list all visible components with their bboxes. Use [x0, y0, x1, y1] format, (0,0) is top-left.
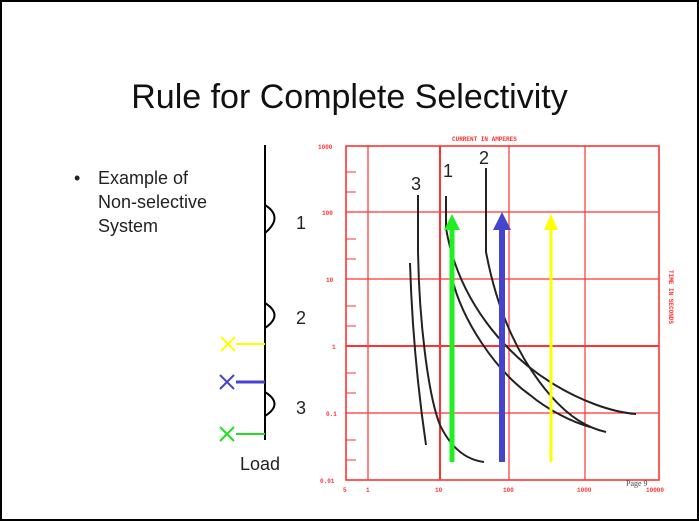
arrow-yellow-head — [544, 214, 558, 230]
chart-right-label: TIME IN SECONDS — [667, 270, 674, 324]
x-tick-5: 5 — [343, 487, 347, 494]
curve-2-upper — [485, 168, 607, 433]
tcc-chart: CURRENT IN AMPERES TIME IN SECONDS 1000 … — [318, 136, 674, 494]
page-number: Page 9 — [626, 479, 648, 488]
bullet-line-2: Non-selective — [98, 192, 208, 212]
breaker-2-symbol — [264, 302, 276, 329]
arrow-green-head — [444, 214, 460, 230]
y-tick-10: 10 — [326, 277, 334, 284]
bullet-line-3: System — [98, 216, 159, 236]
fault-marker-yellow — [220, 336, 265, 352]
arrow-blue-head — [493, 212, 511, 230]
breaker-1-symbol — [264, 204, 276, 234]
one-line-diagram: 1 2 3 Load — [219, 145, 306, 474]
curve-1 — [445, 196, 637, 415]
curve-3-lower — [409, 262, 427, 446]
x-tick-10000: 10000 — [646, 487, 664, 494]
bullet-marker: • — [74, 168, 81, 188]
fault-arrow-yellow — [544, 214, 558, 462]
curve-label-3: 3 — [411, 174, 421, 194]
curve-2-lower — [451, 277, 591, 428]
x-tick-1: 1 — [366, 487, 370, 494]
chart-minor-ticks — [346, 171, 356, 461]
x-tick-10: 10 — [435, 487, 443, 494]
fault-arrow-green — [444, 214, 460, 462]
x-tick-1000: 1000 — [577, 487, 592, 494]
breaker-3-label: 3 — [296, 398, 306, 418]
fault-arrow-blue — [493, 212, 511, 462]
curve-3-upper — [417, 195, 485, 463]
bullet-line-1: Example of — [98, 168, 189, 188]
fault-green-x-b — [219, 426, 235, 442]
y-tick-100: 100 — [322, 210, 333, 217]
load-label: Load — [240, 454, 280, 474]
breaker-1-label: 1 — [296, 213, 306, 233]
y-tick-0.01: 0.01 — [320, 478, 335, 485]
fault-marker-blue — [219, 374, 265, 390]
chart-top-label: CURRENT IN AMPERES — [452, 136, 517, 143]
x-tick-100: 100 — [503, 487, 514, 494]
slide-title: Rule for Complete Selectivity — [131, 78, 568, 116]
curve-label-1: 1 — [443, 161, 453, 181]
fault-blue-x-b — [219, 374, 235, 390]
fault-marker-green — [219, 426, 265, 442]
y-tick-1000: 1000 — [318, 144, 333, 151]
fault-yellow-x-b — [220, 336, 236, 352]
curve-label-2: 2 — [479, 148, 489, 168]
breaker-2-label: 2 — [296, 308, 306, 328]
y-tick-0.1: 0.1 — [326, 411, 337, 418]
y-tick-1: 1 — [332, 344, 336, 351]
breaker-3-symbol — [264, 391, 276, 417]
